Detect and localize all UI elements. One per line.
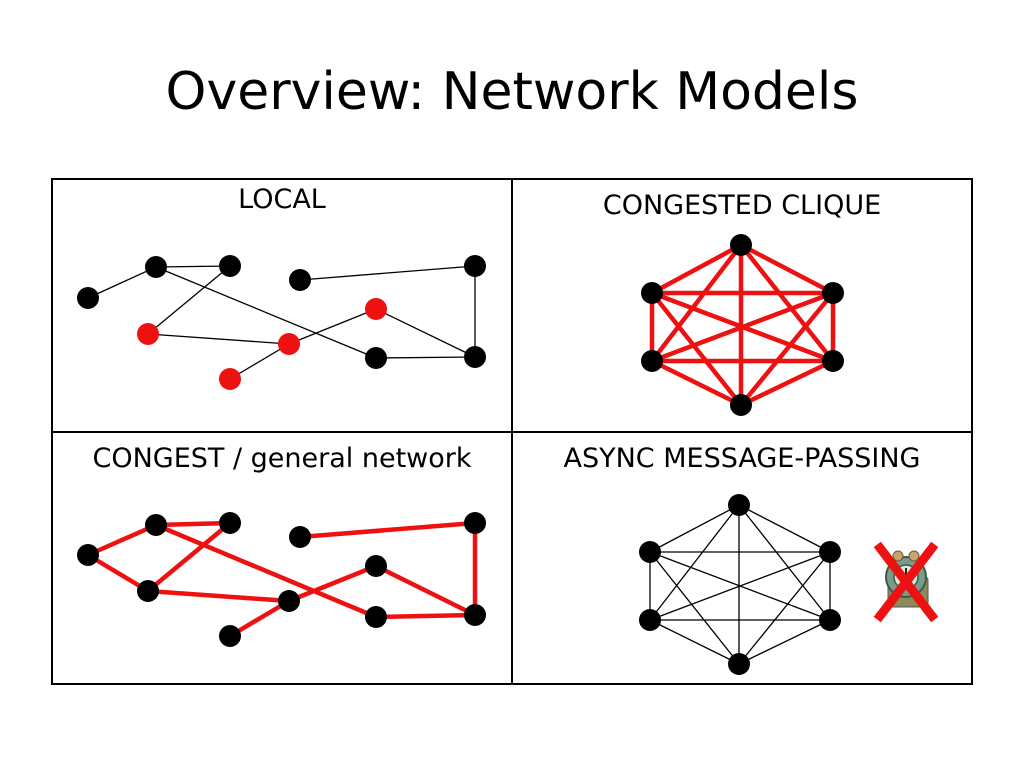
clique-edges: [649, 243, 836, 408]
node: [819, 541, 841, 563]
node: [730, 394, 752, 416]
local-edges: [87, 265, 476, 380]
congest-edge: [155, 520, 231, 528]
clique-nodes: [641, 234, 844, 416]
panel-label-congest: CONGEST / general network: [92, 443, 472, 474]
node: [822, 282, 844, 304]
local-edge: [375, 356, 476, 359]
clique-edge: [739, 243, 835, 295]
clique-edge: [650, 243, 743, 295]
node: [219, 625, 241, 647]
congest-edges: [86, 520, 478, 638]
async-edge: [649, 551, 831, 621]
async-edge: [649, 619, 740, 665]
async-edge: [649, 504, 740, 621]
async-edges: [649, 504, 831, 665]
panel-congest: CONGEST / general network: [53, 433, 513, 683]
local-edge: [155, 265, 231, 268]
node: [464, 604, 486, 626]
panel-label-local: LOCAL: [238, 184, 326, 215]
node: [219, 512, 241, 534]
node: [77, 287, 99, 309]
local-edge: [147, 265, 231, 335]
node: [289, 526, 311, 548]
clique-edge: [650, 243, 743, 363]
node: [728, 494, 750, 516]
async-edge: [738, 504, 831, 553]
congest-edge: [299, 520, 476, 540]
node: [289, 269, 311, 291]
panel-label-async: ASYNC MESSAGE-PASSING: [563, 443, 921, 474]
congest-edge: [155, 522, 377, 620]
async-edge: [738, 504, 831, 621]
local-edge: [229, 343, 290, 380]
congest-edge: [375, 612, 476, 620]
congest-edge: [288, 563, 377, 604]
node: [365, 555, 387, 577]
clique-edge: [739, 291, 835, 407]
node: [819, 609, 841, 631]
node: [728, 653, 750, 675]
panel-local: LOCAL: [53, 180, 513, 433]
congest-graph: [77, 512, 486, 647]
models-grid: LOCAL CONGESTED CLIQUE CONGEST / general…: [51, 178, 973, 685]
node: [137, 580, 159, 602]
async-edge: [738, 551, 831, 665]
local-edge: [147, 333, 290, 345]
node: [365, 606, 387, 628]
congest-edge: [86, 553, 150, 593]
async-graph: [639, 494, 841, 675]
async-edge: [649, 551, 740, 665]
node: [145, 514, 167, 536]
local-edge: [299, 265, 476, 281]
node: [464, 346, 486, 368]
node-active: [219, 368, 241, 390]
congest-edge: [147, 588, 290, 604]
node: [730, 234, 752, 256]
node-active: [137, 323, 159, 345]
node-active: [278, 333, 300, 355]
node: [639, 541, 661, 563]
clique-graph: [641, 234, 844, 416]
clique-edge: [740, 358, 834, 408]
red-x-mark: [873, 541, 939, 623]
local-edge: [155, 266, 377, 359]
congest-edge: [228, 599, 291, 638]
node: [77, 544, 99, 566]
node: [641, 282, 663, 304]
clock-with-red-x-icon: [873, 541, 939, 623]
node: [145, 256, 167, 278]
slide-title: Overview: Network Models: [165, 62, 859, 122]
local-nodes: [77, 255, 486, 390]
local-edge: [288, 308, 377, 345]
congest-edge: [87, 522, 157, 558]
congest-nodes: [77, 512, 486, 647]
node: [464, 512, 486, 534]
clique-edge: [651, 358, 742, 408]
clique-edge: [650, 291, 743, 407]
async-edge: [738, 619, 831, 665]
local-graph: [77, 255, 486, 390]
clique-edge: [739, 243, 835, 363]
node: [278, 590, 300, 612]
congest-edge: [146, 521, 232, 593]
clique-edge: [651, 290, 834, 364]
congest-edge: [375, 563, 476, 618]
node: [641, 350, 663, 372]
node: [219, 255, 241, 277]
async-edge: [649, 504, 740, 553]
local-edge: [87, 266, 157, 299]
node-active: [365, 298, 387, 320]
panel-congested-clique: CONGESTED CLIQUE: [513, 180, 971, 433]
node: [464, 255, 486, 277]
node: [639, 609, 661, 631]
local-edge: [375, 308, 476, 358]
node: [822, 350, 844, 372]
panel-async: ASYNC MESSAGE-PASSING: [513, 433, 971, 683]
async-nodes: [639, 494, 841, 675]
panel-label-congested-clique: CONGESTED CLIQUE: [602, 190, 882, 221]
node: [365, 347, 387, 369]
